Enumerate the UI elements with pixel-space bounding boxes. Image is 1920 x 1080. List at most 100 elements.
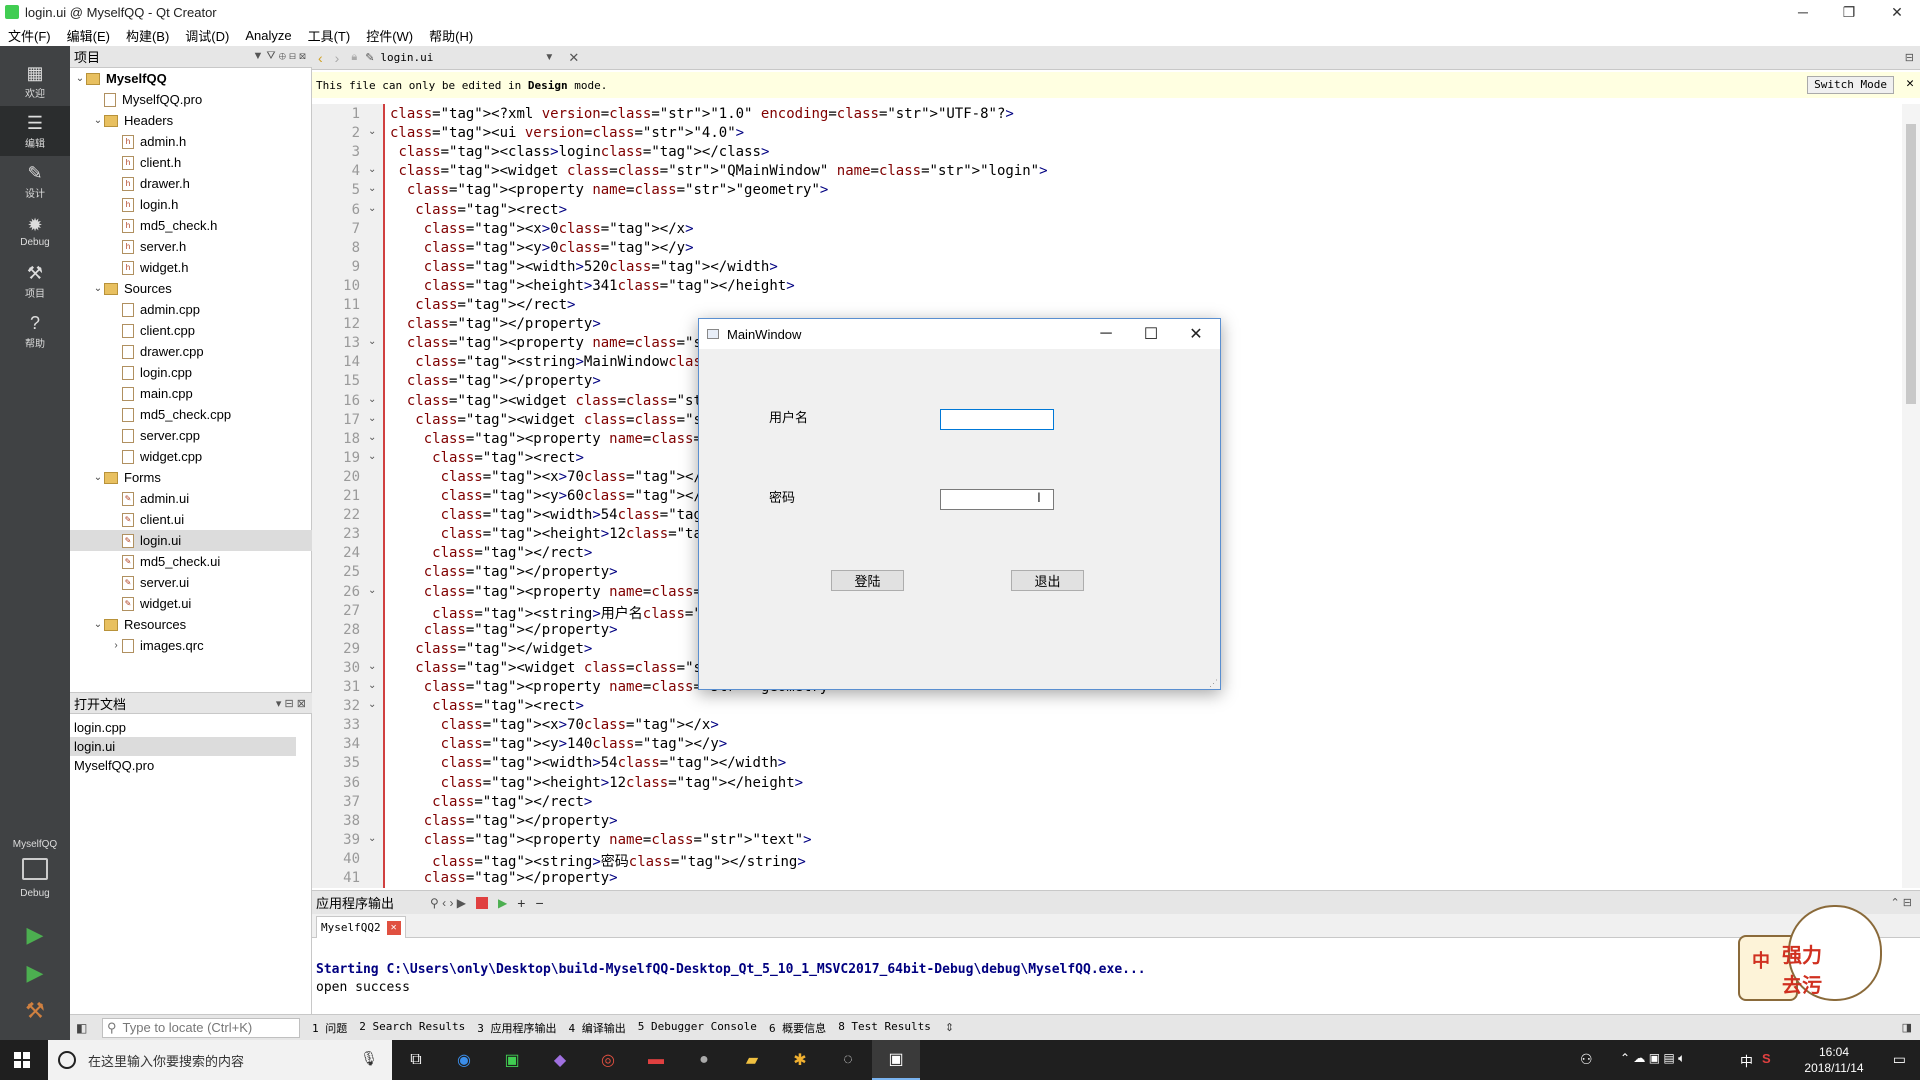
tray-icons[interactable]: ⌃ ☁ ▣ ▤ 🔈︎ [1620,1051,1686,1065]
open-document-item[interactable]: login.cpp [74,720,127,735]
mode-1[interactable]: ☰编辑 [0,106,70,156]
mw-close-button[interactable]: ✕ [1189,326,1203,343]
file-dropdown-icon[interactable]: ▼ [544,52,555,63]
panel-options-icon[interactable]: ▾ ⊟ ⊠ [275,697,306,710]
maximize-pane-icon[interactable]: ⌃ ⊟ [1890,897,1913,909]
fold-arrow-icon[interactable]: ⌄ [368,393,377,405]
tree-item[interactable]: ⌄MyselfQQ [70,68,312,89]
filter-icon[interactable]: ▼ ⛛ ⊕ ⊟ ⊠ [252,50,306,62]
fold-arrow-icon[interactable]: ⌄ [368,336,377,348]
menu-item-6[interactable]: 控件(W) [366,28,414,44]
expand-arrow-icon[interactable]: ⌄ [93,283,103,294]
locator-input[interactable]: ⚲ Type to locate (Ctrl+K) [102,1017,300,1038]
expand-arrow-icon[interactable]: ⌄ [93,619,103,630]
output-pane-tab[interactable]: 6 概要信息 [768,1021,827,1035]
output-tab[interactable]: MyselfQQ2 ✕ [316,916,406,938]
rerun-icon[interactable]: ▶ [498,895,508,910]
tree-item[interactable]: client.cpp [70,320,312,341]
restore-button[interactable]: ❐ [1842,3,1856,20]
output-toolbar-icons[interactable]: ⚲ ‹ › ▶ [430,895,467,910]
tree-item[interactable]: ⌄Resources [70,614,312,635]
task-view-icon[interactable]: ⧉ [410,1051,422,1068]
mw-minimize-button[interactable]: ─ [1100,325,1112,342]
editor-filename[interactable]: login.ui [380,51,434,64]
fold-arrow-icon[interactable]: ⌄ [368,164,377,176]
mode-4[interactable]: ⚒项目 [0,256,70,306]
expand-arrow-icon[interactable]: ⌄ [75,73,85,84]
forward-arrow-icon[interactable]: › [334,49,340,66]
expand-arrow-icon[interactable]: › [114,640,118,651]
output-pane-tab[interactable]: 1 问题 [312,1021,348,1035]
fold-arrow-icon[interactable]: ⌄ [368,660,377,672]
menu-item-0[interactable]: 文件(F) [8,28,51,44]
tree-item[interactable]: drawer.cpp [70,341,312,362]
run-icon[interactable]: ▶ [26,922,44,947]
fold-arrow-icon[interactable]: ⌄ [368,183,377,195]
tree-item[interactable]: ✎client.ui [70,509,312,530]
menu-item-5[interactable]: 工具(T) [307,28,351,44]
tree-item[interactable]: widget.cpp [70,446,312,467]
fold-arrow-icon[interactable]: ⌄ [368,680,377,691]
stop-icon[interactable] [476,896,489,909]
open-document-item[interactable]: login.ui [70,737,296,756]
tree-item[interactable]: ✎server.ui [70,572,312,593]
output-pane-tab[interactable]: 5 Debugger Console [637,1019,757,1033]
tree-item[interactable]: ✎widget.ui [70,593,312,614]
tree-item[interactable]: login.cpp [70,362,312,383]
split-icon[interactable]: ⊟ [1904,52,1914,64]
visual-studio-icon[interactable]: ◆ [553,1052,567,1069]
login-button[interactable]: 登陆 [831,570,904,591]
notification-icon[interactable]: ▭ [1892,1051,1906,1067]
expand-arrow-icon[interactable]: ⌄ [93,472,103,483]
file-explorer-icon[interactable]: ▰ [745,1052,759,1069]
toggle-output-icon[interactable]: ◨ [1901,1022,1912,1034]
fold-arrow-icon[interactable]: ⌄ [368,431,377,443]
user-avatar-app-icon[interactable]: ● [699,1051,709,1068]
fold-arrow-icon[interactable]: ⌄ [368,699,377,711]
menu-item-4[interactable]: Analyze [245,27,292,43]
expand-arrow-icon[interactable]: ⌄ [93,115,103,126]
tree-item[interactable]: ✎md5_check.ui [70,551,312,572]
microphone-icon[interactable]: 🎙︎ [360,1050,378,1066]
mode-0[interactable]: ▦欢迎 [0,56,70,106]
tree-item[interactable]: md5_check.cpp [70,404,312,425]
mode-3[interactable]: ✹Debug [0,206,70,256]
output-pane-tab[interactable]: 4 编译输出 [568,1021,626,1035]
running-app-window-icon[interactable]: ▣ [872,1040,920,1080]
username-input[interactable] [940,409,1054,430]
mode-5[interactable]: ?帮助 [0,306,70,356]
tree-item[interactable]: ›images.qrc [70,635,312,656]
close-infobar-icon[interactable]: ✕ [1906,76,1914,91]
back-arrow-icon[interactable]: ‹ [318,49,323,66]
fold-arrow-icon[interactable]: ⌄ [368,126,377,138]
resize-grip-icon[interactable]: ⋰ [1209,678,1218,688]
output-pane-tab[interactable]: 3 应用程序输出 [477,1021,557,1035]
toggle-sidebar-icon[interactable]: ◧ [76,1020,88,1035]
taskbar-clock[interactable]: 16:04 2018/11/14 [1794,1044,1874,1076]
code-editor[interactable]: class="tag"><?xml version=class="str">"1… [386,104,1902,888]
mode-2[interactable]: ✎设计 [0,156,70,206]
exit-button[interactable]: 退出 [1011,570,1084,591]
output-body[interactable]: Starting C:\Users\only\Desktop\build-Mys… [312,938,1920,1014]
zoom-in-icon[interactable]: + [517,894,526,911]
close-file-icon[interactable]: ✕ [568,49,580,65]
tree-item[interactable]: main.cpp [70,383,312,404]
zoom-out-icon[interactable]: − [535,894,544,911]
menu-item-3[interactable]: 调试(D) [185,28,230,44]
close-button[interactable]: ✕ [1891,3,1903,20]
sogou-icon[interactable]: S [1762,1051,1771,1066]
monitor-icon[interactable] [22,858,48,880]
tree-item[interactable]: ⌄Sources [70,278,312,299]
ime-indicator[interactable]: 中 [1740,1054,1754,1069]
people-icon[interactable]: ⚇ [1580,1051,1593,1067]
open-document-item[interactable]: MyselfQQ.pro [74,758,155,773]
close-tab-icon[interactable]: ✕ [386,920,401,935]
tree-item[interactable]: admin.cpp [70,299,312,320]
chrome-icon[interactable]: ◌ [843,1051,853,1068]
taskbar-search[interactable]: 在这里输入你要搜索的内容 🎙︎ [48,1040,392,1080]
